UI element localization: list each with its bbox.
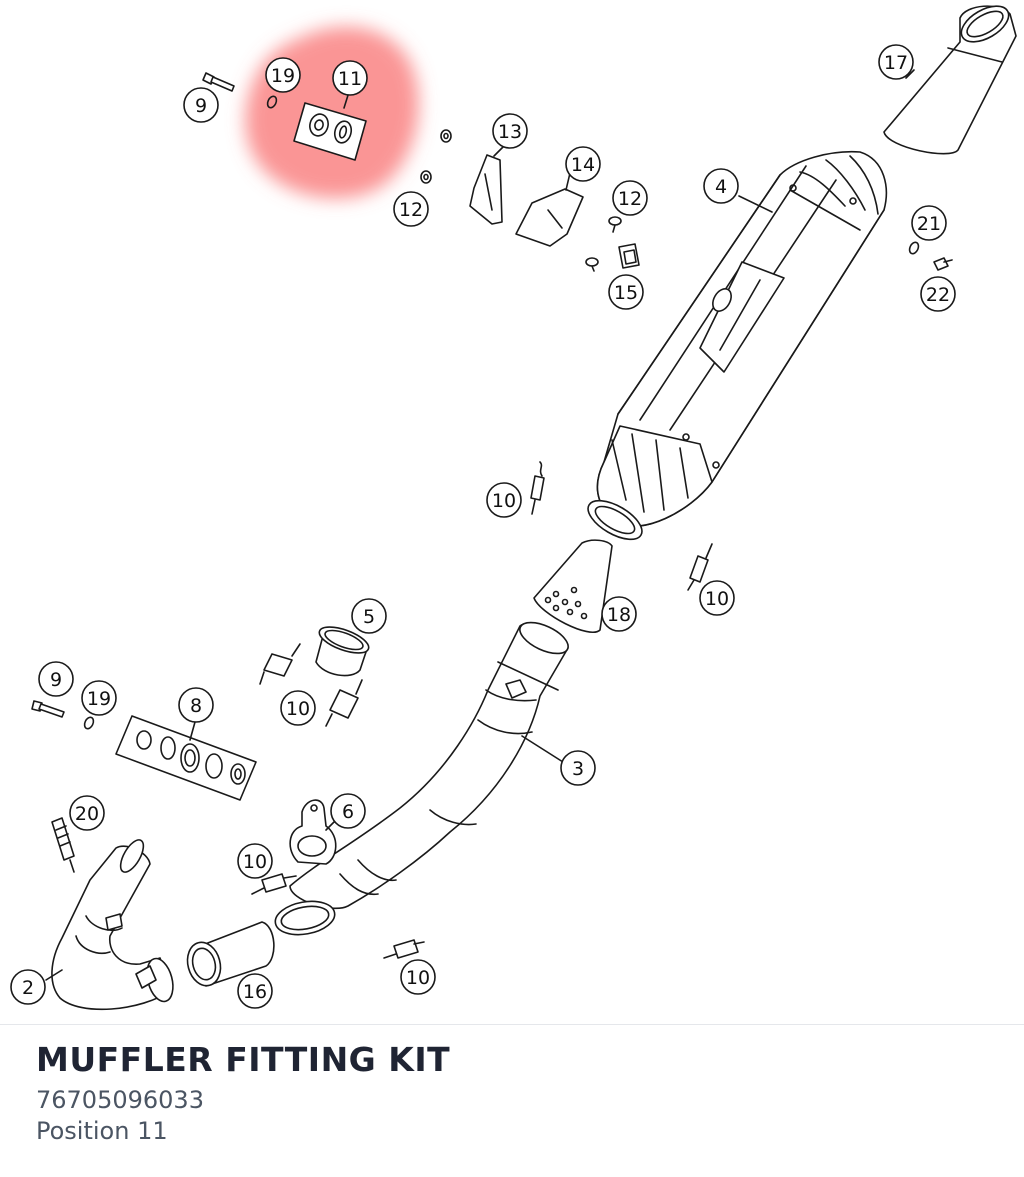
callout-2[interactable]: 2 [10,969,46,1005]
svg-text:21: 21 [917,213,941,235]
svg-text:10: 10 [286,698,310,720]
svg-text:4: 4 [715,176,727,198]
svg-text:16: 16 [243,981,267,1003]
part-21-washer[interactable] [908,241,920,255]
svg-text:10: 10 [406,967,430,989]
callout-22[interactable]: 22 [920,276,956,312]
callout-19[interactable]: 19 [265,57,301,93]
svg-text:6: 6 [342,801,354,823]
part-13-bracket[interactable] [469,154,503,225]
svg-text:17: 17 [884,52,908,74]
svg-text:10: 10 [243,851,267,873]
callout-5[interactable]: 5 [351,598,387,634]
part-10-spring[interactable] [259,643,301,685]
callout-15[interactable]: 15 [608,274,644,310]
svg-text:5: 5 [363,606,375,628]
callout-14[interactable]: 14 [565,146,601,182]
svg-text:14: 14 [571,154,595,176]
part-10-spring[interactable] [251,873,297,895]
svg-text:3: 3 [572,758,584,780]
product-title: MUFFLER FITTING KIT [36,1040,451,1079]
part-16-sleeve[interactable] [183,921,275,989]
footer-divider [0,1024,1024,1025]
part-15-clip[interactable] [618,243,640,269]
callout-10[interactable]: 10 [400,959,436,995]
part-12-nut[interactable] [420,170,432,184]
svg-text:12: 12 [618,188,642,210]
svg-text:20: 20 [75,803,99,825]
callout-10[interactable]: 10 [486,482,522,518]
svg-text:10: 10 [492,490,516,512]
callout-10[interactable]: 10 [699,580,735,616]
part-15-screw[interactable] [585,257,599,272]
callout-12[interactable]: 12 [612,180,648,216]
part-17-end-pipe[interactable] [883,0,1017,155]
part-12-nut[interactable] [440,129,452,143]
part-20-sensor[interactable] [51,817,75,873]
svg-text:18: 18 [607,604,631,626]
part-6-clamp[interactable] [289,799,337,865]
position-label: Position 11 [36,1117,168,1145]
part-9-bolt[interactable] [31,700,65,718]
callout-4[interactable]: 4 [703,168,739,204]
callout-16[interactable]: 16 [237,973,273,1009]
svg-text:11: 11 [338,68,362,90]
svg-text:22: 22 [926,284,950,306]
svg-text:12: 12 [399,199,423,221]
part-10-spring[interactable] [687,543,713,591]
part-11-kit[interactable] [293,102,367,161]
part-10-spring[interactable] [325,679,363,727]
part-9-bolt[interactable] [202,72,235,92]
svg-text:13: 13 [498,121,522,143]
part-12-screw[interactable] [608,216,622,233]
callout-8[interactable]: 8 [178,687,214,723]
callout-10[interactable]: 10 [237,843,273,879]
svg-text:2: 2 [22,977,34,999]
callout-12[interactable]: 12 [393,191,429,227]
svg-text:15: 15 [614,282,638,304]
part-3-mid-pipe[interactable] [273,616,573,939]
part-10-spring[interactable] [530,461,545,515]
part-19-washer[interactable] [266,95,278,109]
svg-text:10: 10 [705,588,729,610]
callout-6[interactable]: 6 [330,793,366,829]
part-8-kit[interactable] [115,715,257,801]
callout-21[interactable]: 21 [911,205,947,241]
svg-text:8: 8 [190,695,202,717]
part-19-washer[interactable] [83,716,95,730]
callout-19[interactable]: 19 [81,680,117,716]
callout-20[interactable]: 20 [69,795,105,831]
exploded-parts-diagram: 19 11 9 12 13 14 12 15 4 17 21 22 10 10 … [10,0,1017,1011]
callout-18[interactable]: 18 [601,596,637,632]
part-5-gasket[interactable] [315,622,372,677]
svg-text:9: 9 [50,669,62,691]
callout-3[interactable]: 3 [560,750,596,786]
part-22-screw[interactable] [933,257,953,271]
callout-9[interactable]: 9 [38,661,74,697]
svg-text:19: 19 [87,688,111,710]
part-10-spring[interactable] [383,939,425,959]
part-14-plate[interactable] [515,188,584,247]
callout-17[interactable]: 17 [878,44,914,80]
part-number: 76705096033 [36,1086,204,1114]
svg-text:9: 9 [195,95,207,117]
callout-9[interactable]: 9 [183,87,219,123]
callout-10[interactable]: 10 [280,690,316,726]
part-18-insert[interactable] [533,539,613,633]
svg-text:19: 19 [271,65,295,87]
part-4-muffler[interactable] [582,150,888,547]
callout-13[interactable]: 13 [492,113,528,149]
callout-11[interactable]: 11 [332,60,368,96]
